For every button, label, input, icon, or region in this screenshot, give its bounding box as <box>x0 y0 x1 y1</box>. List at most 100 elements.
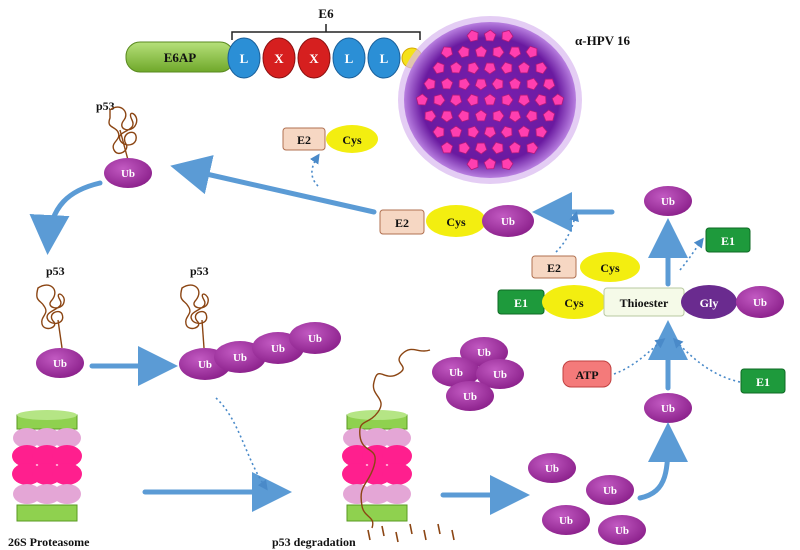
capsomere <box>491 77 504 91</box>
arrow-p53-down <box>29 180 103 255</box>
capsomere <box>458 141 471 155</box>
ub-right-top <box>644 186 692 216</box>
capsomere <box>440 110 454 123</box>
motif-l-1-label: L <box>240 51 249 66</box>
capsomere <box>517 61 531 74</box>
proteasome-right <box>342 410 412 522</box>
ub-chain-2-label: Ub <box>233 352 247 364</box>
capsomere <box>440 46 453 59</box>
capsomere <box>433 93 446 107</box>
ub-free-4 <box>598 515 646 545</box>
capsomere <box>432 61 445 75</box>
capsomere <box>457 109 470 123</box>
capsomere <box>500 125 513 139</box>
ub-right-lower-label: Ub <box>661 403 675 415</box>
motif-x-1-label: X <box>274 51 284 66</box>
ub-cluster-2 <box>432 357 480 387</box>
capsomere <box>424 109 437 123</box>
ub-free-2 <box>586 475 634 505</box>
p53-strand-degrading <box>359 348 431 529</box>
p53-protein-center <box>180 284 209 349</box>
ub-left-label: Ub <box>53 358 67 370</box>
capsomere <box>449 125 463 138</box>
motif-l-2-label: L <box>345 51 354 66</box>
e2-mid-label: E2 <box>395 216 409 230</box>
capsomere <box>458 77 471 91</box>
ub-free-1 <box>528 453 576 483</box>
proteasome-left <box>12 410 82 522</box>
e2-box-mid <box>379 209 425 235</box>
capsomere <box>483 62 497 75</box>
motif-l-1 <box>227 37 261 79</box>
ub-free-4-label: Ub <box>615 525 629 537</box>
dotted-arrows <box>215 153 741 491</box>
proteasome-label: 26S Proteasome <box>8 535 90 549</box>
capsomere <box>501 157 514 171</box>
dotted-e1-input <box>672 337 741 383</box>
capsomere <box>440 141 454 154</box>
motif-l-3 <box>367 37 401 79</box>
capsomere <box>542 78 556 91</box>
capsomere <box>525 109 538 123</box>
gly-chain-label: Gly <box>700 296 719 310</box>
capsomere <box>508 77 522 90</box>
ub-free-1-label: Ub <box>545 463 559 475</box>
capsomere <box>432 125 445 139</box>
ub-chain-3-label: Ub <box>271 343 285 355</box>
capsomere <box>423 77 436 91</box>
e2-right-label: E2 <box>547 261 561 275</box>
p53-label-left: p53 <box>46 264 65 278</box>
cys-chain <box>542 285 606 319</box>
capsomere <box>508 141 522 154</box>
e6ap-label: E6AP <box>164 50 197 65</box>
capsomere <box>415 93 429 106</box>
ub-mid <box>482 205 534 237</box>
ub-chain-4 <box>289 322 341 354</box>
capsomere <box>492 109 505 123</box>
capsomere <box>449 61 463 74</box>
capsomere <box>483 157 497 170</box>
dotted-atp <box>613 338 666 375</box>
capsomere <box>535 61 548 75</box>
p53-protein-left <box>36 284 65 349</box>
ub-right-top-label: Ub <box>661 196 675 208</box>
capsomere <box>467 61 480 75</box>
capsomere <box>466 93 479 107</box>
ub-top <box>104 158 152 188</box>
e1-input <box>740 368 786 394</box>
cys-right-label: Cys <box>600 261 620 275</box>
atp-box <box>562 360 612 388</box>
cys-top <box>326 125 378 153</box>
cys-mid-label: Cys <box>446 215 466 229</box>
e1-chain-label: E1 <box>514 296 528 310</box>
ub-cluster-2-label: Ub <box>449 367 463 379</box>
p53-protein-top <box>108 106 138 161</box>
peptide-fragments <box>367 523 455 543</box>
capsomere <box>526 77 539 91</box>
ub-cluster-4 <box>446 381 494 411</box>
capsomere <box>508 46 522 59</box>
dotted-e2-release <box>309 153 320 187</box>
capsomere <box>535 125 548 139</box>
ub-chain <box>736 286 784 318</box>
motif-x-1 <box>262 37 296 79</box>
dotted-e1-release <box>679 237 704 271</box>
capsomere <box>474 78 488 91</box>
capsomere <box>483 126 497 139</box>
atp-label: ATP <box>575 368 598 382</box>
ub-cluster-3 <box>476 359 524 389</box>
ub-chain-label: Ub <box>753 297 767 309</box>
hpv16-virion <box>398 16 582 184</box>
capsomere <box>474 45 488 58</box>
e1-input-label: E1 <box>756 375 770 389</box>
p53-label-center: p53 <box>190 264 209 278</box>
cys-top-label: Cys <box>342 133 362 147</box>
ub-top-label: Ub <box>121 168 135 180</box>
cys-mid <box>426 205 486 237</box>
capsomere <box>474 142 488 155</box>
gly-chain <box>681 285 737 319</box>
motif-l-3-label: L <box>380 51 389 66</box>
capsomere <box>457 45 470 59</box>
thioester-label: Thioester <box>620 296 669 310</box>
